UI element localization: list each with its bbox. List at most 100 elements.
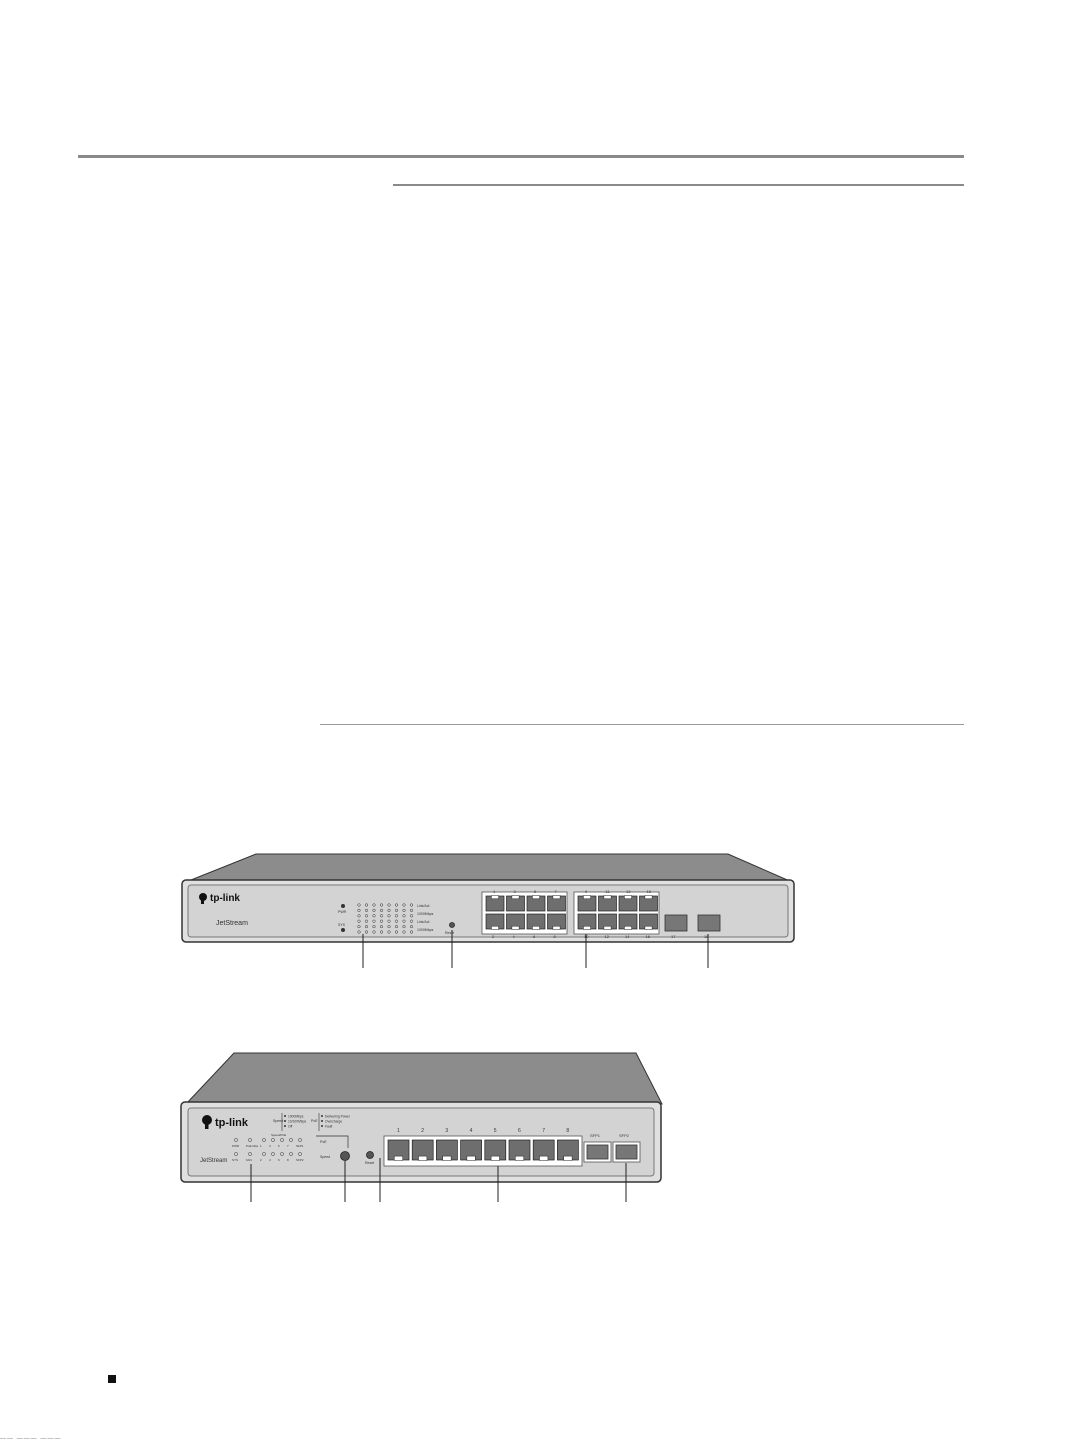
legend-led (284, 1125, 286, 1127)
port-led (357, 930, 361, 934)
port-led (394, 925, 399, 929)
led-label: 2 (260, 1158, 262, 1162)
reset-button[interactable] (366, 1151, 374, 1159)
status-led (262, 1138, 266, 1142)
pwr-led (341, 904, 345, 908)
port-number: 4 (513, 934, 516, 939)
port-led (379, 930, 384, 934)
sfp-slot-1[interactable] (586, 1144, 609, 1160)
rj45-port[interactable] (436, 1139, 458, 1161)
rj45-port-bottom[interactable] (639, 913, 658, 930)
switch-top-surface (184, 1052, 663, 1105)
legend-led (284, 1120, 286, 1122)
reset-button[interactable] (449, 922, 455, 928)
rj45-port[interactable] (557, 1139, 579, 1161)
rj45-port[interactable] (532, 1139, 555, 1161)
switch-16-port-illustration: tp-link JetStream PWR SYS Link/Act 1000M… (181, 853, 795, 968)
port-led (364, 908, 369, 912)
led-label: 4 (269, 1158, 271, 1162)
status-led (289, 1152, 293, 1156)
rj45-port[interactable] (508, 1139, 531, 1161)
port-led (402, 908, 406, 912)
rj45-port-top[interactable] (598, 895, 617, 912)
rj45-port-top[interactable] (639, 895, 658, 912)
led-mode-button[interactable] (340, 1151, 350, 1161)
rj45-port[interactable] (387, 1139, 410, 1161)
reset-label: Reset (445, 931, 454, 935)
port-led (357, 925, 361, 929)
port-led (364, 903, 369, 907)
port-number: 7 (555, 889, 558, 894)
rj45-port-top[interactable] (506, 895, 525, 912)
switch-label-poe: PoE (320, 1140, 327, 1144)
port-number: 15 (647, 889, 652, 894)
port-number: 12 (605, 934, 610, 939)
port-led (409, 914, 414, 918)
speed-legend-item: 1000Mbps (288, 1114, 304, 1118)
port-led (387, 930, 391, 934)
rj45-port-bottom[interactable] (598, 913, 617, 930)
port-number: 6 (533, 934, 536, 939)
port-led (387, 925, 391, 929)
reset-label: Reset (365, 1161, 374, 1165)
rj45-port-bottom[interactable] (577, 913, 597, 930)
switch-8-port-poe-illustration: tp-link JetStream Speed 1000Mbps10/100Mb… (180, 1052, 663, 1202)
led-label: PWR (232, 1144, 240, 1148)
status-led (280, 1138, 284, 1142)
port-led (394, 930, 399, 934)
led-label: SYS (232, 1158, 238, 1162)
led-label: 1 (260, 1144, 262, 1148)
sfp-slot-2[interactable] (615, 1144, 638, 1160)
sfp-slot-17[interactable] (664, 914, 688, 932)
divider-rule (320, 724, 964, 725)
status-led (234, 1152, 238, 1156)
led-legend-2: 1000Mbps (417, 912, 434, 916)
status-led (262, 1152, 266, 1156)
port-led (357, 919, 361, 923)
port-led (364, 919, 369, 923)
sfp-number: 17 (671, 934, 676, 939)
port-led (394, 908, 399, 912)
port-led (357, 903, 361, 907)
port-number: 2 (492, 934, 495, 939)
led-label: PoE Max (246, 1144, 259, 1148)
port-led (402, 925, 406, 929)
status-led (271, 1138, 275, 1142)
poe-legend-item: Overcharge (325, 1119, 342, 1123)
rj45-port[interactable] (411, 1139, 434, 1161)
port-led (387, 903, 391, 907)
rj45-port[interactable] (484, 1139, 507, 1161)
led-label: 8 (287, 1158, 289, 1162)
brand-name: tp-link (215, 1117, 249, 1129)
section-rule (393, 184, 964, 186)
rj45-port-top[interactable] (547, 895, 566, 912)
rj45-port-bottom[interactable] (526, 913, 546, 930)
rj45-port-top[interactable] (485, 895, 505, 912)
rj45-port-bottom[interactable] (618, 913, 638, 930)
switch-label-speed: Speed (320, 1155, 330, 1159)
poe-group-label: Speed/PoE (271, 1133, 286, 1137)
status-led (280, 1152, 284, 1156)
rj45-port[interactable] (460, 1139, 482, 1161)
port-number: 9 (585, 889, 588, 894)
sys-led (341, 928, 345, 932)
port-number: 3 (445, 1128, 448, 1134)
rj45-port-top[interactable] (526, 895, 546, 912)
port-led (379, 903, 384, 907)
speed-legend-item: 10/100Mbps (288, 1119, 306, 1123)
rj45-port-top[interactable] (618, 895, 638, 912)
port-led (394, 914, 399, 918)
port-number: 13 (626, 889, 631, 894)
rj45-port-bottom[interactable] (506, 913, 525, 930)
status-led (289, 1138, 293, 1142)
port-led (372, 919, 376, 923)
rj45-port-bottom[interactable] (485, 913, 505, 930)
sfp-slot-18[interactable] (697, 914, 721, 932)
led-label: FAN (246, 1158, 252, 1162)
port-led (379, 919, 384, 923)
rj45-port-bottom[interactable] (547, 913, 566, 930)
led-legend-3: Link/Act (417, 920, 429, 924)
status-led (298, 1152, 302, 1156)
port-number: 3 (514, 889, 517, 894)
rj45-port-top[interactable] (577, 895, 597, 912)
